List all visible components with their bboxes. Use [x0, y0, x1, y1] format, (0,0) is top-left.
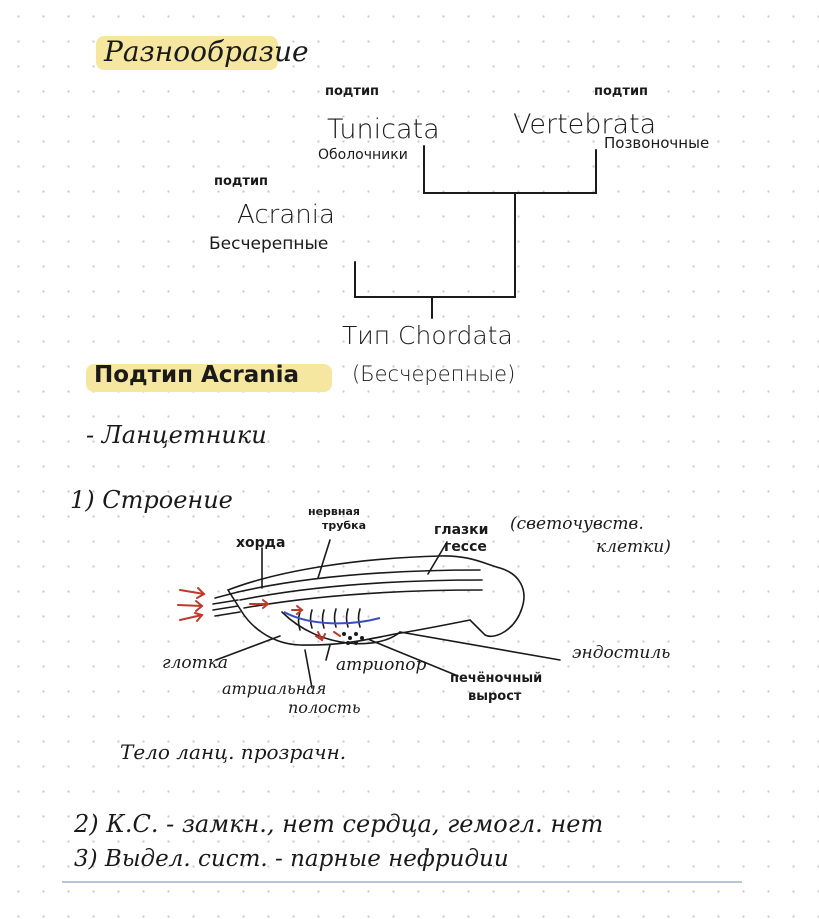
- label-glotka: глотка: [162, 653, 229, 673]
- section-heading-note: (Бесчерепные): [352, 362, 516, 386]
- label-atrial-2: полость: [288, 698, 361, 717]
- label-endostyle: эндостиль: [572, 643, 671, 663]
- label-atrial-1: атриальная: [222, 679, 327, 698]
- page-title: Разнообразие: [104, 35, 309, 68]
- label-atriopor: атриопор: [336, 655, 427, 675]
- label-hesse-note-1: (светочувств.: [510, 514, 644, 534]
- label-hesse-note-2: клетки): [596, 537, 671, 557]
- bullet-lancelets: - Ланцетники: [86, 421, 267, 449]
- root-label: Тип Chordata: [342, 321, 513, 350]
- label-nerve-tube-2: трубка: [322, 519, 366, 532]
- section-heading: Подтип Acrania: [94, 362, 300, 388]
- acrania-rank: подтип: [214, 174, 269, 189]
- acrania-ru: Бесчерепные: [209, 234, 329, 254]
- tunicata-rank: подтип: [325, 84, 380, 99]
- bottom-divider: [62, 881, 742, 883]
- note-item-3: 3) Выдел. сист. - парные нефридии: [74, 846, 509, 872]
- label-hesse-1: глазки: [434, 522, 489, 538]
- note-body: Тело ланц. прозрачн.: [120, 740, 347, 764]
- label-nerve-tube-1: нервная: [308, 505, 360, 518]
- heading-highlight: [86, 364, 332, 392]
- label-liver-2: вырост: [468, 689, 522, 704]
- vertebrata-ru: Позвоночные: [604, 134, 710, 152]
- label-horda: хорда: [236, 535, 286, 551]
- title-highlight: [96, 36, 278, 70]
- vertebrata-rank: подтип: [594, 84, 649, 99]
- vertebrata-name: Vertebrata: [513, 109, 657, 140]
- label-hesse-2: гессе: [444, 539, 487, 555]
- note-item-2: 2) К.С. - замкн., нет сердца, гемогл. не…: [74, 810, 604, 838]
- tunicata-name: Tunicata: [327, 114, 440, 145]
- label-liver-1: печёночный: [450, 671, 543, 686]
- acrania-name: Acrania: [237, 200, 335, 230]
- tunicata-ru: Оболочники: [318, 147, 408, 163]
- structure-heading: 1) Строение: [70, 486, 233, 514]
